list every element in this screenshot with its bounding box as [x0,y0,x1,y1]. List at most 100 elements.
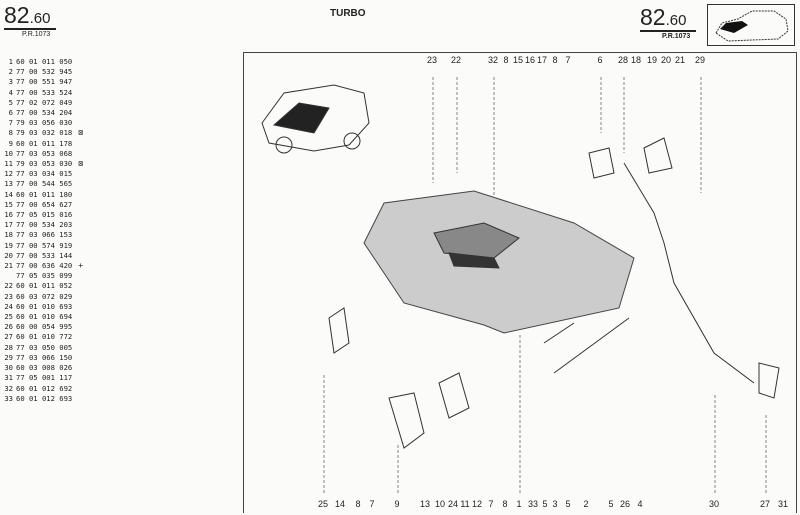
callout-number: 28 [617,55,629,65]
part-index: 15 [4,199,13,209]
part-reference: 60 01 011 050 [16,57,73,66]
part-index: 19 [4,240,13,250]
callout-number: 31 [777,499,789,509]
part-reference: 77 00 636 420 [16,261,73,271]
callout-number: 13 [419,499,431,509]
callout-number: 7 [565,55,571,65]
part-reference: 60 01 012 693 [16,393,73,403]
pr-code-left: P.R.1073 [22,31,51,38]
part-index: 6 [8,108,13,118]
part-index: 24 [4,301,13,311]
bonnet-assembly-drawing [261,77,780,493]
callout-number: 3 [552,499,558,509]
parts-list-row: 77 05 035 099 [3,271,83,281]
callout-number: 6 [597,55,603,65]
callout-number: 8 [503,55,509,65]
callout-number: 24 [447,499,459,509]
part-index: 23 [4,291,13,301]
part-reference: 77 00 551 947 [16,77,73,87]
divider [4,28,56,30]
callout-number: 22 [450,55,462,65]
part-reference: 77 03 050 005 [16,342,73,352]
part-reference: 79 03 053 030 [16,159,73,169]
part-index: 17 [4,220,13,230]
part-index: 7 [8,118,13,128]
callout-number: 27 [759,499,771,509]
part-reference: 77 00 532 945 [16,67,73,77]
part-index: 10 [4,148,13,158]
part-index: 9 [8,138,13,148]
callout-number: 29 [694,55,706,65]
callout-number: 1 [516,499,522,509]
part-reference: 77 03 066 153 [16,230,73,240]
part-reference: 60 03 072 029 [16,291,73,301]
part-reference: 77 00 654 627 [16,199,73,209]
part-reference: 77 00 534 204 [16,108,73,118]
callout-number: 15 [512,55,524,65]
callout-number: 12 [471,499,483,509]
part-index: 1 [8,57,13,66]
pr-code-right: P.R.1073 [662,33,691,40]
part-reference: 79 03 032 018 [16,128,73,138]
part-index: 29 [4,352,13,362]
part-reference: 60 01 012 692 [16,383,73,393]
part-index: 26 [4,322,13,332]
callout-number: 32 [487,55,499,65]
part-index: 4 [8,87,13,97]
part-index: 30 [4,363,13,373]
callout-number: 4 [637,499,643,509]
part-index: 2 [8,67,13,77]
page-reference-right: 82.60 [640,4,687,30]
part-index: 27 [4,332,13,342]
callout-number: 10 [434,499,446,509]
part-index: 22 [4,281,13,291]
part-reference: 77 03 053 068 [16,148,73,158]
callout-number: 5 [565,499,571,509]
part-reference: 79 03 056 030 [16,118,73,128]
part-reference: 60 00 054 995 [16,322,73,332]
part-index: 12 [4,169,13,179]
callout-number: 7 [488,499,494,509]
part-index: 25 [4,312,13,322]
part-index: 28 [4,342,13,352]
callout-number: 8 [502,499,508,509]
part-note-mark: ⊠ [78,159,84,169]
callout-number: 21 [674,55,686,65]
part-reference: 60 01 011 178 [16,138,73,148]
callout-number: 14 [334,499,346,509]
car-location-thumbnail [707,4,795,46]
part-index: 20 [4,250,13,260]
part-index: 32 [4,383,13,393]
part-index: 3 [8,77,13,87]
part-reference: 77 00 533 524 [16,87,73,97]
callout-number: 17 [536,55,548,65]
callout-number: 2 [583,499,589,509]
callout-number: 23 [426,55,438,65]
part-reference: 60 01 010 694 [16,312,73,322]
part-reference: 60 01 011 052 [16,281,73,291]
divider [640,30,696,32]
